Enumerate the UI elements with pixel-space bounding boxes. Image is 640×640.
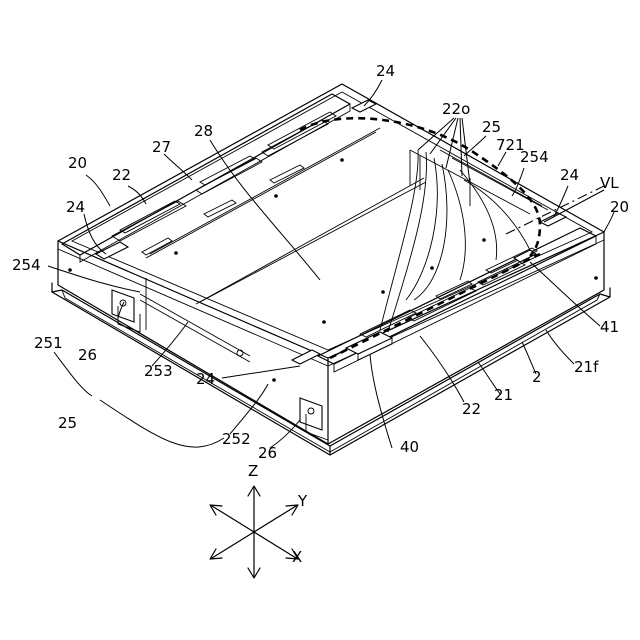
label-21: 21 xyxy=(494,386,513,404)
label-40: 40 xyxy=(400,438,419,456)
label-24-back: 24 xyxy=(376,62,395,80)
label-27: 27 xyxy=(152,138,171,156)
label-22o: 22o xyxy=(442,100,470,118)
label-25-back: 25 xyxy=(482,118,501,136)
axis-label-z: Z xyxy=(248,462,258,480)
leader-lines xyxy=(48,80,614,448)
label-254-back: 254 xyxy=(520,148,549,166)
axis-label-y: Y xyxy=(297,492,308,510)
label-VL: VL xyxy=(600,174,619,192)
label-26-left: 26 xyxy=(78,346,97,364)
label-22-front: 22 xyxy=(462,400,481,418)
label-21f: 21f xyxy=(574,358,599,376)
axis-label-x: X xyxy=(292,548,302,566)
label-2: 2 xyxy=(532,368,542,386)
label-24-left: 24 xyxy=(66,198,85,216)
label-253: 253 xyxy=(144,362,173,380)
center-panel xyxy=(146,128,426,304)
label-24-front: 24 xyxy=(196,370,215,388)
label-254-left: 254 xyxy=(12,256,41,274)
label-28: 28 xyxy=(194,122,213,140)
side-plate-253 xyxy=(140,278,250,362)
label-20-left: 20 xyxy=(68,154,87,172)
label-251: 251 xyxy=(34,334,63,352)
label-41: 41 xyxy=(600,318,619,336)
label-26-right: 26 xyxy=(258,444,277,462)
rail-left xyxy=(62,94,350,262)
reference-labels: 24 22o 25 721 254 24 VL 20 28 27 20 22 2… xyxy=(12,62,629,462)
foot-26-right xyxy=(300,398,328,440)
label-24-right: 24 xyxy=(560,166,579,184)
label-20-right: 20 xyxy=(610,198,629,216)
label-25-front: 25 xyxy=(58,414,77,432)
label-252: 252 xyxy=(222,430,251,448)
base-tray xyxy=(52,283,610,455)
axis-labels: Z Y X xyxy=(248,462,308,566)
axis-triad xyxy=(210,486,298,578)
label-22-back: 22 xyxy=(112,166,131,184)
